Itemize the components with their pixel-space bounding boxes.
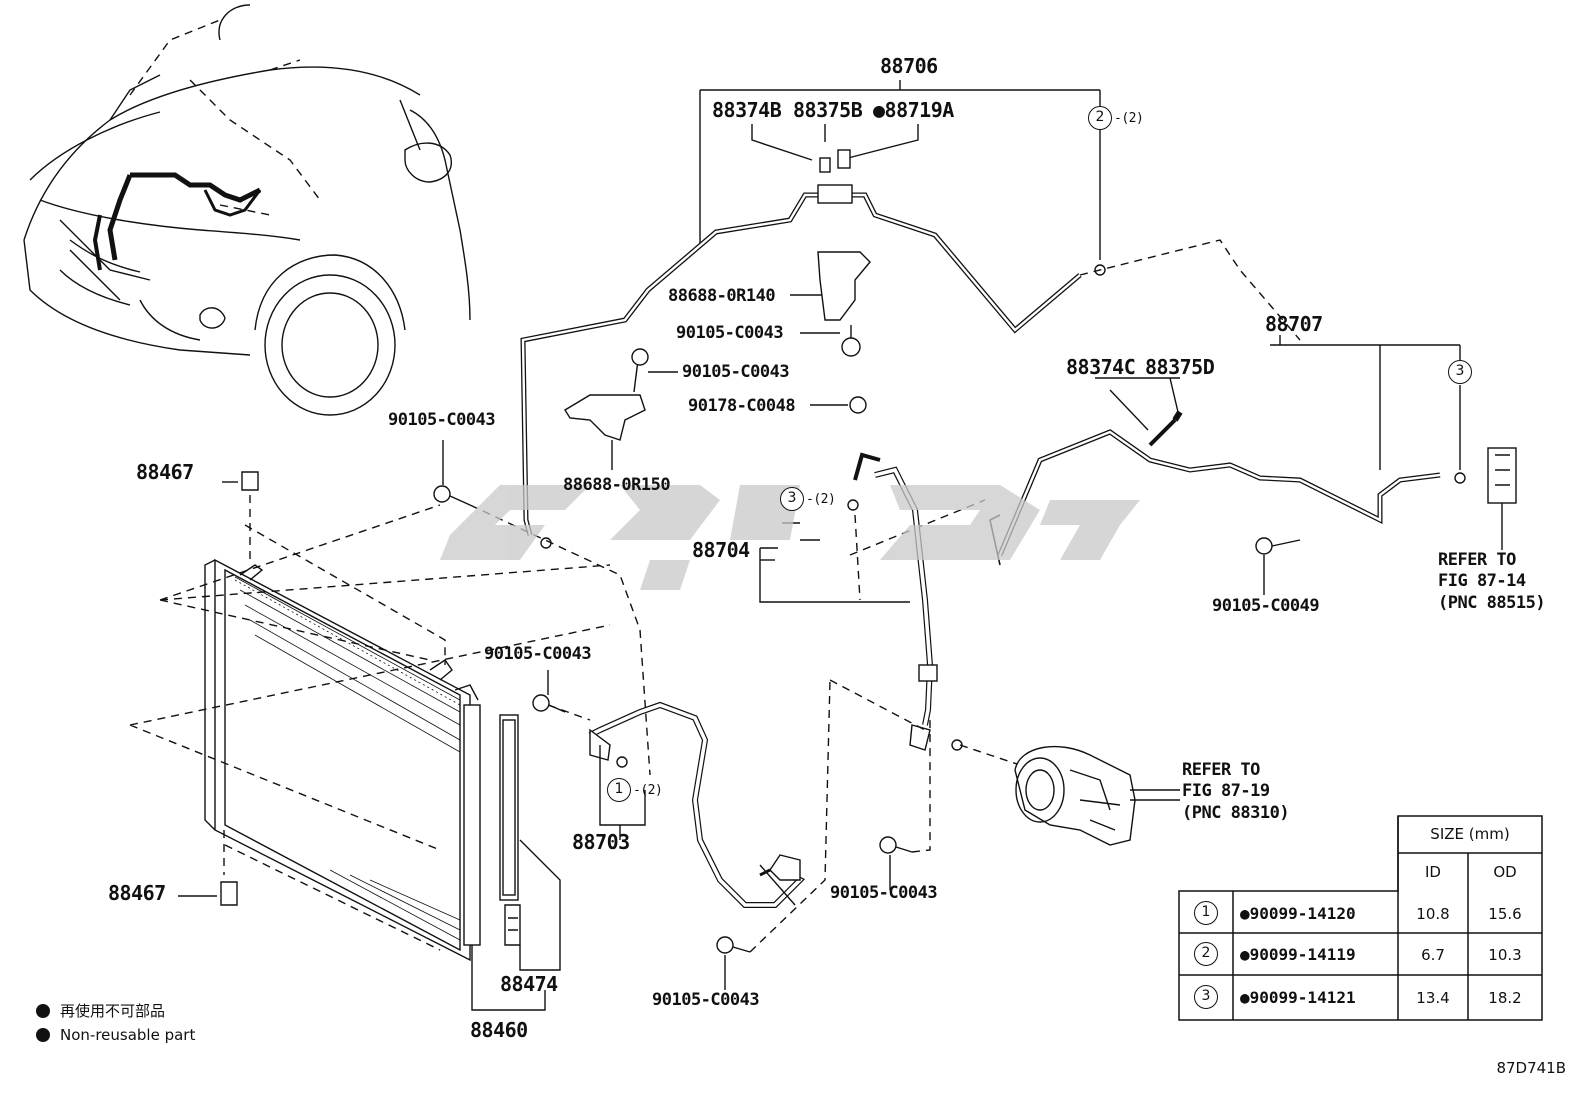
table-id-3: 13.4 <box>1416 989 1450 1007</box>
legend-line-en: Non-reusable part <box>36 1026 195 1044</box>
label-88707[interactable]: 88707 <box>1265 312 1323 336</box>
refer-fig-87-19[interactable]: REFER TO FIG 87-19 (PNC 88310) <box>1182 760 1290 824</box>
table-ref-1: 1 <box>1194 901 1218 925</box>
callout-circle-3-mid: 3 <box>780 487 804 511</box>
bullet-icon <box>36 1028 50 1042</box>
label-88703[interactable]: 88703 <box>572 830 630 854</box>
label-88474[interactable]: 88474 <box>500 972 558 996</box>
callout-circle-2-top: 2 <box>1088 106 1112 130</box>
label-88374C[interactable]: 88374C <box>1066 355 1136 379</box>
legend-text-en: Non-reusable part <box>60 1026 196 1044</box>
table-part-90099-14121[interactable]: ●90099-14121 <box>1240 988 1356 1007</box>
callout-circle-3-right: 3 <box>1448 360 1472 384</box>
refer-fig-87-14-line2: FIG 87-14 <box>1438 571 1526 592</box>
size-table-grid <box>1178 815 1543 1021</box>
ac-compressor <box>1014 745 1180 846</box>
label-88688-0R140[interactable]: 88688-0R140 <box>668 286 776 306</box>
diagram-id: 87D741B <box>1496 1059 1566 1077</box>
table-ref-3: 3 <box>1194 985 1218 1009</box>
label-88688-0R150[interactable]: 88688-0R150 <box>563 475 671 495</box>
label-90105-C0043-b[interactable]: 90105-C0043 <box>682 362 790 382</box>
refer-fig-87-14-line1: REFER TO <box>1438 550 1516 570</box>
qty-2-mid: -(2) <box>806 492 836 507</box>
label-88704[interactable]: 88704 <box>692 538 750 562</box>
table-id-1: 10.8 <box>1416 905 1450 923</box>
table-id-2: 6.7 <box>1421 946 1445 964</box>
table-od-3: 18.2 <box>1488 989 1522 1007</box>
vehicle-outline <box>23 4 471 416</box>
label-88719A[interactable]: ●88719A <box>873 98 954 122</box>
label-88467-top[interactable]: 88467 <box>136 460 194 484</box>
legend-line-jp: 再使用不可部品 <box>36 1000 165 1021</box>
qty-2-top: -(2) <box>1114 111 1144 126</box>
callout-circle-1: 1 <box>607 778 631 802</box>
col-od-header: OD <box>1493 863 1517 881</box>
label-88706[interactable]: 88706 <box>880 54 938 78</box>
qty-2-low: -(2) <box>633 783 663 798</box>
label-88374B[interactable]: 88374B <box>712 98 782 122</box>
watermark-logo <box>440 485 1140 590</box>
size-header: SIZE (mm) <box>1430 825 1510 843</box>
label-90105-C0043-f[interactable]: 90105-C0043 <box>652 990 760 1010</box>
legend-text-jp: 再使用不可部品 <box>60 1002 166 1020</box>
refer-fig-87-19-line2: FIG 87-19 <box>1182 781 1270 802</box>
label-88375B[interactable]: 88375B <box>793 98 863 122</box>
refer-fig-87-19-line1: REFER TO <box>1182 760 1260 780</box>
table-od-2: 10.3 <box>1488 946 1522 964</box>
label-90105-C0043-e[interactable]: 90105-C0043 <box>830 883 938 903</box>
label-90105-C0043-d[interactable]: 90105-C0043 <box>484 644 592 664</box>
bullet-icon <box>36 1004 50 1018</box>
label-90105-C0043-c[interactable]: 90105-C0043 <box>388 410 496 430</box>
label-90105-C0049[interactable]: 90105-C0049 <box>1212 596 1320 616</box>
condenser <box>204 558 479 962</box>
label-88375D[interactable]: 88375D <box>1145 355 1215 379</box>
label-90178-C0048[interactable]: 90178-C0048 <box>688 396 796 416</box>
table-part-90099-14120[interactable]: ●90099-14120 <box>1240 904 1356 923</box>
refer-fig-87-19-line3: (PNC 88310) <box>1182 802 1290 823</box>
table-part-90099-14119[interactable]: ●90099-14119 <box>1240 945 1356 964</box>
refer-fig-87-14-line3: (PNC 88515) <box>1438 592 1546 613</box>
col-id-header: ID <box>1425 863 1441 881</box>
oring-size-table: SIZE (mm) ID OD 1 ●90099-14120 10.8 15.6… <box>1178 815 1543 1021</box>
label-88460[interactable]: 88460 <box>470 1018 528 1042</box>
label-90105-C0043-a[interactable]: 90105-C0043 <box>676 323 784 343</box>
label-88467-bottom[interactable]: 88467 <box>108 881 166 905</box>
refer-fig-87-14[interactable]: REFER TO FIG 87-14 (PNC 88515) <box>1438 550 1546 614</box>
table-od-1: 15.6 <box>1488 905 1522 923</box>
table-ref-2: 2 <box>1194 942 1218 966</box>
